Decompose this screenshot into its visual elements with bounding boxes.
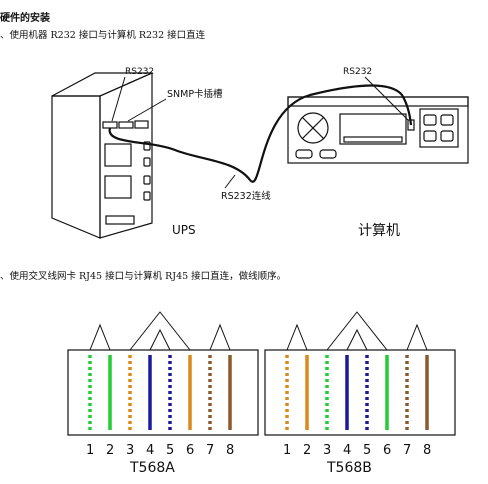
computer-fan-icon xyxy=(297,112,329,144)
pin-number-1: 1 xyxy=(283,443,291,458)
ups-port-3 xyxy=(134,120,149,129)
twist-pair-7-8 xyxy=(406,323,428,351)
pin-number-5: 5 xyxy=(166,443,174,458)
pin-number-6: 6 xyxy=(186,443,194,458)
ups-display-bottom xyxy=(104,175,132,199)
computer-top-strip xyxy=(287,96,469,107)
ups-rs232-port xyxy=(102,121,118,129)
standard-caption: T568B xyxy=(326,460,372,476)
ups-label: UPS xyxy=(172,223,196,237)
ups-rs232-label: RS232 xyxy=(125,67,154,77)
pin-number-3: 3 xyxy=(323,443,331,458)
ups-snmp-slot xyxy=(118,121,134,129)
ups-button-3 xyxy=(143,175,151,185)
pin-number-5: 5 xyxy=(363,443,371,458)
ups-button-1 xyxy=(143,141,151,151)
step-2-text: 、使用交叉线网卡 RJ45 接口与计算机 RJ45 接口直连，做线顺序。 xyxy=(0,271,287,282)
ups-base-slot xyxy=(105,215,135,225)
pin-number-2: 2 xyxy=(106,443,114,458)
ups-button-2 xyxy=(143,157,151,167)
pin-number-3: 3 xyxy=(126,443,134,458)
computer-panel xyxy=(419,108,459,148)
computer-drive-bay xyxy=(339,113,407,145)
pc-label: 计算机 xyxy=(358,223,400,239)
twist-pair-3-6 xyxy=(129,311,191,351)
section-heading: 硬件的安装 xyxy=(0,13,50,24)
pin-number-7: 7 xyxy=(403,443,411,458)
ups-button-4 xyxy=(143,191,151,201)
pin-number-2: 2 xyxy=(303,443,311,458)
ups-display-top xyxy=(104,143,132,167)
twist-pair-3-6 xyxy=(326,311,388,351)
snmp-slot-label: SNMP卡插槽 xyxy=(167,88,223,100)
pin-number-4: 4 xyxy=(146,443,154,458)
pin-number-8: 8 xyxy=(226,443,234,458)
twist-pair-4-5 xyxy=(346,328,368,351)
standard-caption: T568A xyxy=(129,460,175,476)
step-1-text: 、使用机器 R232 接口与计算机 R232 接口直连 xyxy=(0,30,206,41)
computer-button-1 xyxy=(295,149,313,159)
pc-rs232-label: RS232 xyxy=(343,67,372,77)
pin-number-7: 7 xyxy=(206,443,214,458)
rj45-frame-t568a xyxy=(67,349,259,436)
rj45-frame-t568b xyxy=(264,349,456,436)
twist-pair-1-2 xyxy=(89,323,111,351)
rs232-cable xyxy=(108,84,413,183)
twist-pair-1-2 xyxy=(286,323,308,351)
twist-pair-4-5 xyxy=(149,328,171,351)
pin-number-6: 6 xyxy=(383,443,391,458)
pin-number-4: 4 xyxy=(343,443,351,458)
pin-number-1: 1 xyxy=(86,443,94,458)
twist-pair-7-8 xyxy=(209,323,231,351)
ups-front-panel xyxy=(99,72,153,239)
cable-label: RS232连线 xyxy=(221,190,271,202)
computer-button-2 xyxy=(319,149,337,159)
ups-side-panel xyxy=(51,95,101,239)
pin-number-8: 8 xyxy=(423,443,431,458)
